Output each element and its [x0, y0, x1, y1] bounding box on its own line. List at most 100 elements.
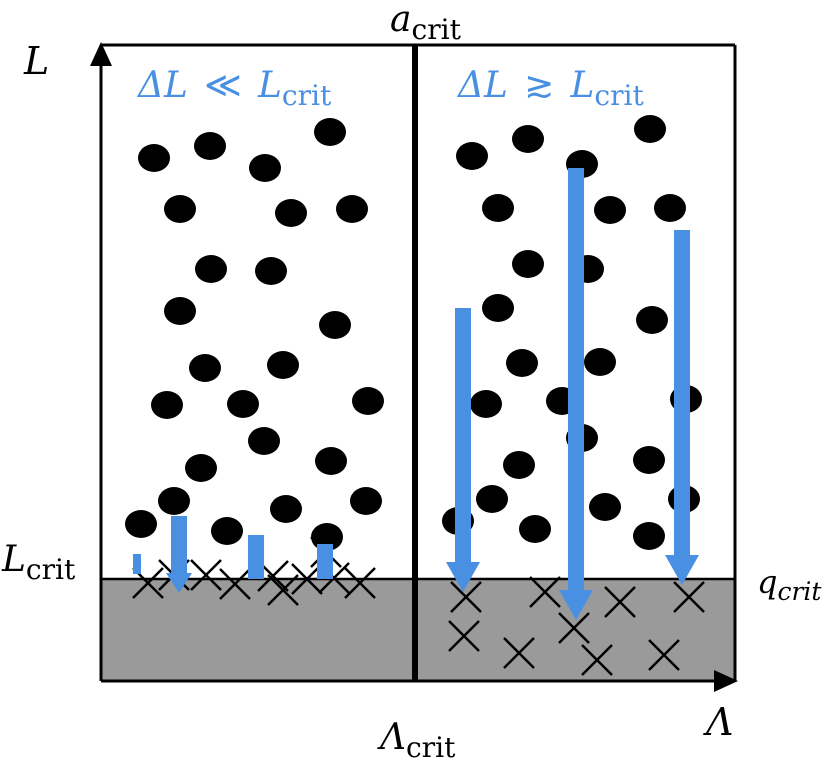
- defect-cross: [648, 639, 680, 671]
- defect-cross-stroke: [219, 568, 251, 600]
- particle-dot: [164, 297, 196, 325]
- left-panel-title: ΔL≪Lcrit: [138, 65, 332, 112]
- particle-dot: [654, 194, 686, 222]
- short-arrow-head: [166, 573, 192, 593]
- left-threshold-label: Lcrit: [2, 539, 76, 586]
- short-arrow: [166, 516, 192, 593]
- particle-dot: [248, 427, 280, 455]
- particle-dot: [151, 391, 183, 419]
- particle-dot: [512, 250, 544, 278]
- defect-cross: [344, 567, 376, 599]
- particle-dot: [633, 446, 665, 474]
- long-arrow: [665, 230, 699, 585]
- particle-dot: [189, 354, 221, 382]
- defect-cross: [190, 559, 222, 591]
- defect-cross: [558, 612, 590, 644]
- particle-dot: [314, 118, 346, 146]
- defect-cross-stroke: [448, 620, 480, 652]
- defect-cross-stroke: [257, 560, 289, 592]
- particle-dot: [255, 257, 287, 285]
- particle-dot: [512, 125, 544, 153]
- y-axis-arrowhead: [90, 42, 112, 66]
- long-arrow-shaft: [568, 168, 584, 590]
- particle-dot: [336, 195, 368, 223]
- particle-dot: [125, 510, 157, 538]
- particle-dot: [211, 517, 243, 545]
- defect-cross: [581, 644, 613, 676]
- particle-dot: [158, 487, 190, 515]
- defect-cross-stroke: [344, 567, 376, 599]
- long-arrow-head: [559, 590, 593, 620]
- particle-dot: [267, 351, 299, 379]
- right-threshold-label: qcrit: [757, 563, 822, 606]
- particle-dot: [519, 515, 551, 543]
- particle-dot: [503, 451, 535, 479]
- defect-cross: [450, 581, 482, 613]
- particle-dot: [636, 306, 668, 334]
- defect-cross: [673, 581, 705, 613]
- particle-dot: [270, 495, 302, 523]
- defect-cross: [503, 637, 535, 669]
- defect-cross: [448, 620, 480, 652]
- defect-cross-stroke: [529, 576, 561, 608]
- defect-cross-stroke: [267, 574, 299, 606]
- defect-cross: [604, 586, 636, 618]
- particle-dot: [164, 195, 196, 223]
- particle-dot: [589, 493, 621, 521]
- left-ground-region: [101, 579, 415, 681]
- defect-cross-stroke: [673, 581, 705, 613]
- particle-dot: [634, 115, 666, 143]
- defect-cross: [529, 576, 561, 608]
- right-panel-title: ΔL≳Lcrit: [458, 65, 644, 112]
- particle-dot: [633, 522, 665, 550]
- short-arrow-shaft: [171, 516, 187, 573]
- short-arrow: [133, 554, 141, 574]
- particle-dot: [350, 487, 382, 515]
- particle-dot: [275, 199, 307, 227]
- defect-cross-stroke: [190, 559, 222, 591]
- x-axis-arrowhead: [714, 670, 738, 692]
- particle-dot: [227, 390, 259, 418]
- short-arrow: [317, 544, 333, 579]
- y-axis-label: L: [24, 39, 50, 83]
- particle-dot: [594, 196, 626, 224]
- defect-cross: [219, 568, 251, 600]
- defect-cross-stroke: [558, 612, 590, 644]
- long-arrow: [446, 308, 480, 592]
- particle-dot: [249, 154, 281, 182]
- particle-dot: [195, 255, 227, 283]
- defect-cross-stroke: [503, 637, 535, 669]
- particle-dot: [470, 390, 502, 418]
- long-arrow-head: [665, 555, 699, 585]
- long-arrow-shaft: [455, 308, 471, 562]
- long-arrow-shaft: [674, 230, 690, 555]
- short-arrow-shaft: [317, 544, 333, 579]
- particle-dot: [315, 447, 347, 475]
- particle-dot: [482, 294, 514, 322]
- short-arrow-shaft: [248, 535, 264, 579]
- defect-cross-stroke: [450, 581, 482, 613]
- particle-dot: [185, 454, 217, 482]
- particle-dot: [352, 387, 384, 415]
- top-axis-label: acrit: [390, 0, 461, 46]
- defect-cross-stroke: [648, 639, 680, 671]
- defect-cross: [267, 574, 299, 606]
- particle-dot: [319, 311, 351, 339]
- particle-dot: [584, 348, 616, 376]
- particle-dot: [506, 349, 538, 377]
- long-arrow-head: [446, 562, 480, 592]
- defect-cross-stroke: [132, 567, 164, 599]
- particle-dot: [456, 142, 488, 170]
- defect-cross-stroke: [318, 562, 350, 594]
- defect-cross-stroke: [604, 586, 636, 618]
- short-arrow-shaft: [133, 554, 141, 574]
- bottom-axis-label: Λcrit: [380, 717, 456, 764]
- x-axis-label: Λ: [706, 700, 734, 744]
- particle-dot: [138, 144, 170, 172]
- long-arrow: [559, 168, 593, 620]
- short-arrow: [248, 535, 264, 579]
- particle-dot: [476, 485, 508, 513]
- defect-cross-stroke: [581, 644, 613, 676]
